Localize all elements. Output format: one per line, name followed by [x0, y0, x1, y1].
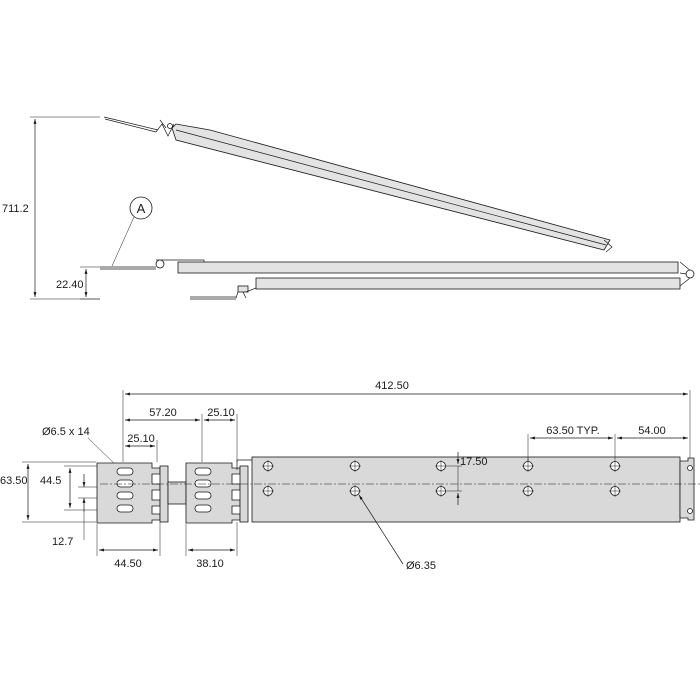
- side-view: 711.2 22.40: [2, 116, 695, 300]
- dimension-offset: 22.40: [56, 266, 100, 300]
- bracket-connector: [167, 481, 187, 505]
- dimension-bracket-height: 63.50: [0, 461, 96, 523]
- dim-hole-vertical-label: 17.50: [460, 456, 488, 468]
- dimension-left-bracket-width: 44.50: [99, 548, 158, 570]
- long-rail: [251, 456, 695, 523]
- mounting-hole: [435, 460, 447, 472]
- mounting-hole: [262, 485, 274, 497]
- dim-clip-width-left-label: 25.10: [127, 433, 155, 445]
- rail-holes: [262, 460, 621, 497]
- dimension-hole-vertical: 17.50: [447, 452, 488, 505]
- dim-slot-size-label: Ø6.5 x 14: [42, 426, 90, 438]
- plan-view: 412.50 57.20 25.10 25.10 Ø6.5 x 14 63.50: [0, 380, 700, 572]
- dim-slot-spacing-label: 12.7: [52, 536, 73, 548]
- slot: [194, 479, 212, 488]
- mounting-hole: [609, 460, 621, 472]
- dimension-clip-width-upper: 25.10: [204, 407, 235, 422]
- callout-a-label: A: [137, 201, 146, 216]
- mounting-hole: [522, 485, 534, 497]
- callout-a-circle: [129, 196, 153, 220]
- dimension-slot-span: 44.5: [40, 465, 120, 511]
- dim-hole-dia-label: Ø6.35: [406, 560, 436, 572]
- dim-slot-span-label: 44.5: [40, 475, 61, 487]
- dim-clip-width-upper-label: 25.10: [207, 407, 235, 419]
- dimension-overall-length: 412.50: [125, 380, 688, 396]
- inclined-rail: [103, 116, 613, 253]
- left-bracket: [96, 462, 169, 524]
- dimension-end-offset: 54.00: [617, 425, 688, 440]
- dim-bracket-height-label: 63.50: [0, 475, 28, 487]
- callout-a: A: [111, 196, 153, 267]
- dimension-height: 711.2: [2, 116, 100, 300]
- upper-rail: [100, 259, 695, 287]
- mounting-hole: [262, 460, 274, 472]
- slot: [194, 467, 212, 476]
- mounting-hole: [349, 460, 361, 472]
- dim-slot-pitch-label: 57.20: [149, 407, 177, 419]
- dim-offset-label: 22.40: [56, 279, 84, 291]
- dim-mid-bracket-width-label: 38.10: [196, 558, 224, 570]
- lower-rail: [190, 277, 681, 300]
- mounting-hole: [349, 485, 361, 497]
- dimension-hole-dia: Ø6.35: [358, 494, 436, 572]
- slot: [116, 491, 134, 500]
- slot: [194, 491, 212, 500]
- slot: [194, 504, 212, 513]
- dim-overall-length-label: 412.50: [375, 380, 409, 392]
- dimension-hole-pitch: 63.50 TYP.: [527, 425, 616, 462]
- middle-bracket: [185, 459, 255, 524]
- slot: [116, 467, 134, 476]
- slot: [116, 479, 134, 488]
- mounting-hole: [609, 485, 621, 497]
- mounting-hole: [435, 485, 447, 497]
- dim-hole-pitch-label: 63.50 TYP.: [546, 425, 599, 437]
- dimension-mid-bracket-width: 38.10: [188, 548, 235, 570]
- dim-left-bracket-width-label: 44.50: [114, 558, 142, 570]
- slot: [116, 504, 134, 513]
- dim-height-label: 711.2: [2, 203, 29, 215]
- dimension-clip-width-left: 25.10: [125, 433, 155, 448]
- dimension-slot-pitch: 57.20: [125, 407, 200, 422]
- dim-end-offset-label: 54.00: [638, 425, 666, 437]
